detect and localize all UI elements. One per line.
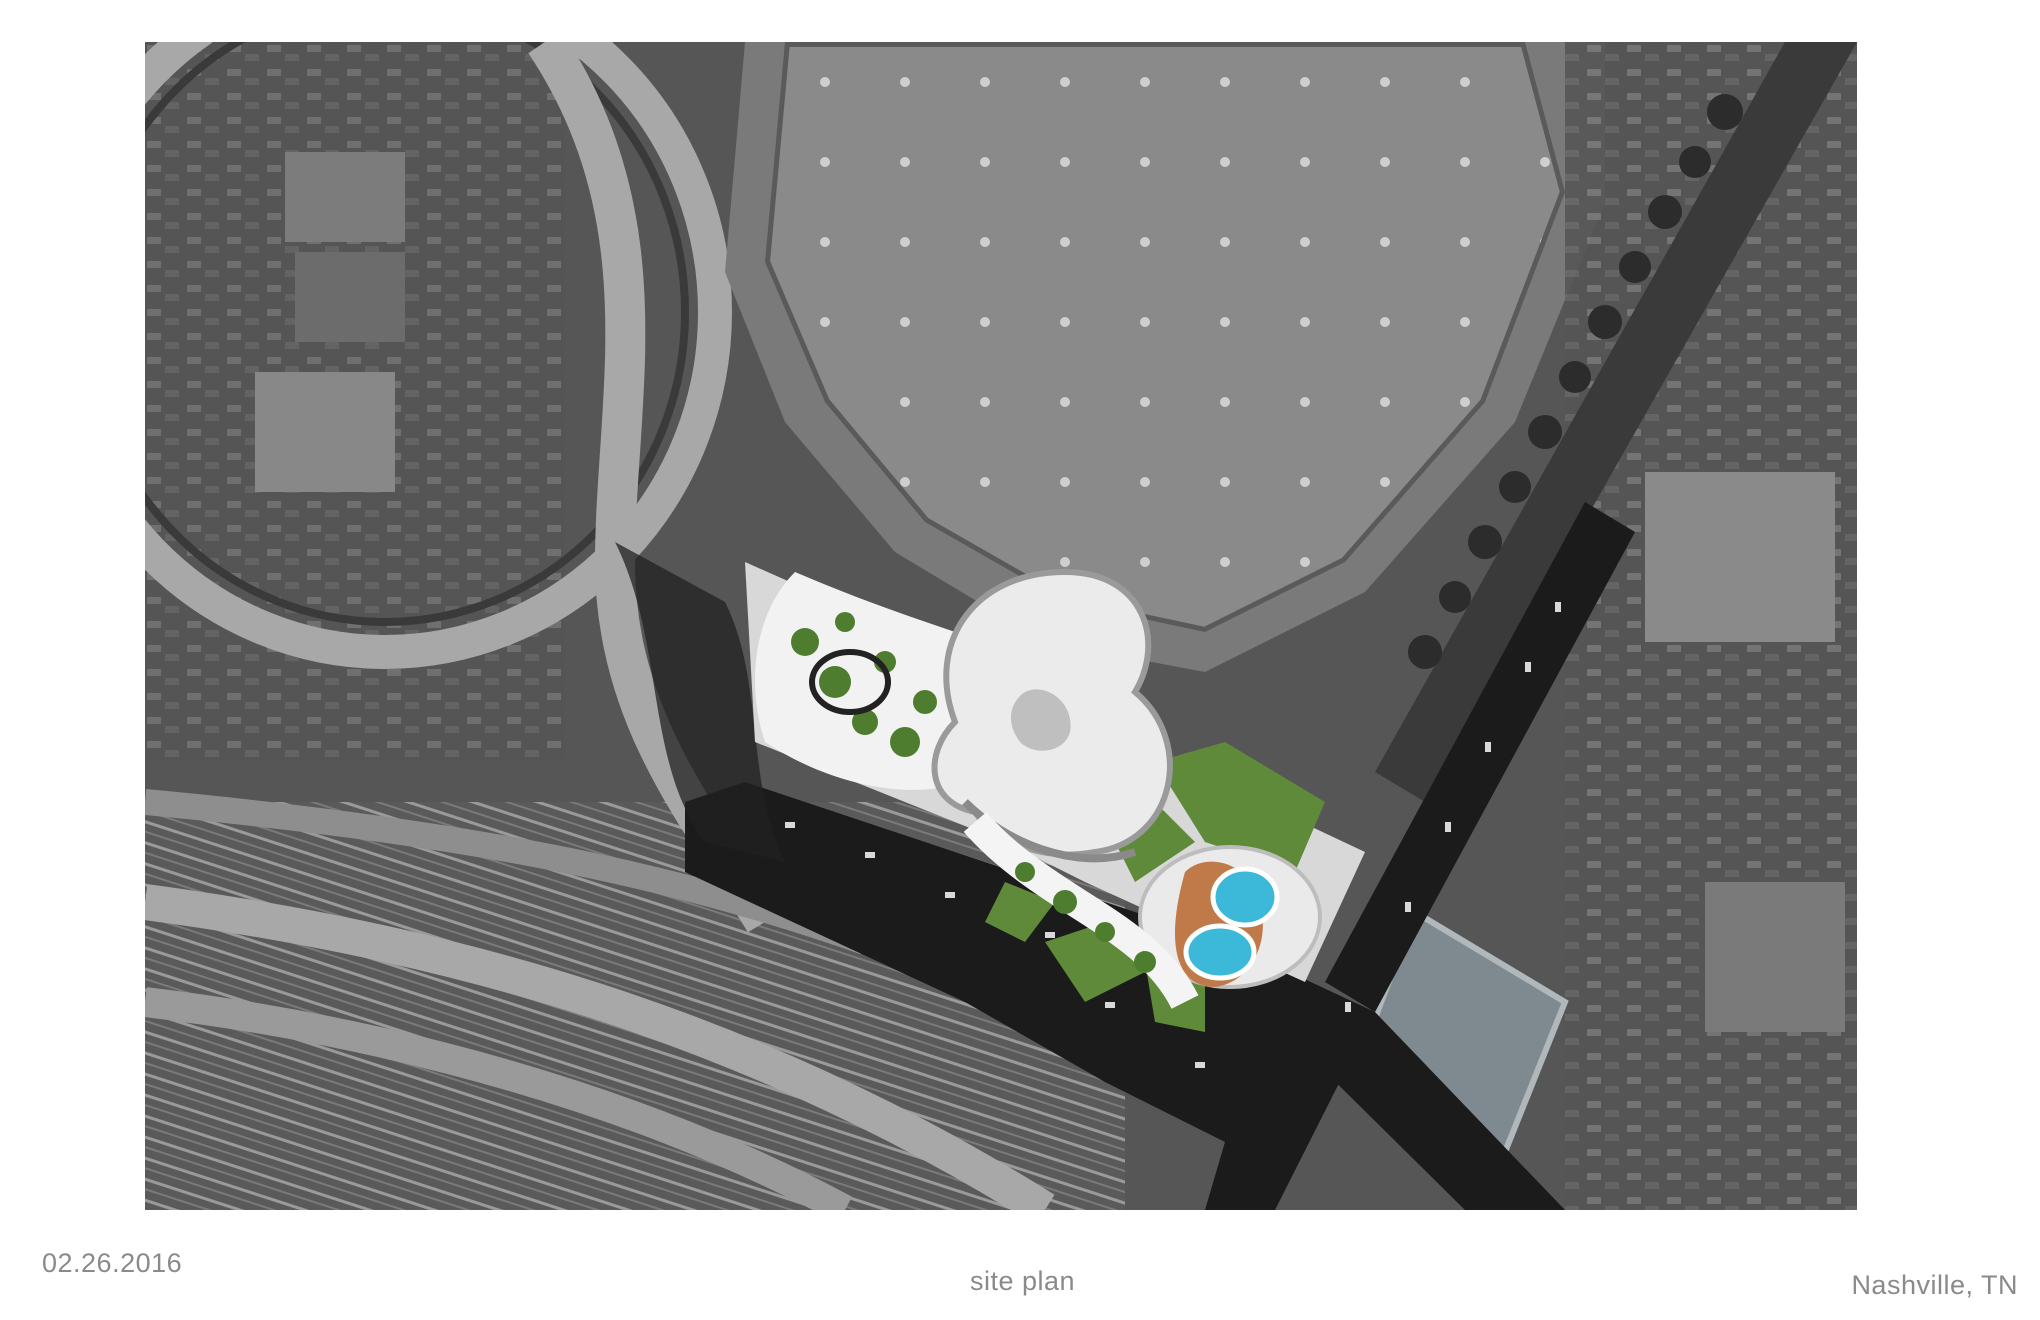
cars — [785, 602, 1561, 1068]
sheet-location: Nashville, TN — [1851, 1270, 2018, 1300]
planter-ring — [809, 649, 891, 715]
tree-row — [1408, 94, 1743, 669]
building-block — [285, 152, 405, 242]
building-block — [1705, 882, 1845, 1032]
building-block — [1645, 472, 1835, 642]
road-network — [685, 502, 1635, 1210]
building-block — [255, 372, 395, 492]
terrace-walk — [963, 812, 1199, 1010]
sheet-title: site plan — [970, 1266, 1076, 1296]
pool-lower — [1183, 923, 1257, 981]
building-block — [295, 252, 405, 342]
pool-upper — [1210, 866, 1280, 928]
site-plan-image — [145, 42, 1857, 1210]
tower-roof-cutout — [1010, 689, 1071, 751]
planting-terrace — [1015, 862, 1156, 973]
sheet-date: 02.26.2016 — [42, 1248, 183, 1278]
aerial-site-plan-svg — [145, 42, 1857, 1210]
tower-roof-edge — [962, 799, 1137, 863]
tower-shadow — [615, 542, 785, 862]
rail-corridor — [1375, 42, 1857, 802]
